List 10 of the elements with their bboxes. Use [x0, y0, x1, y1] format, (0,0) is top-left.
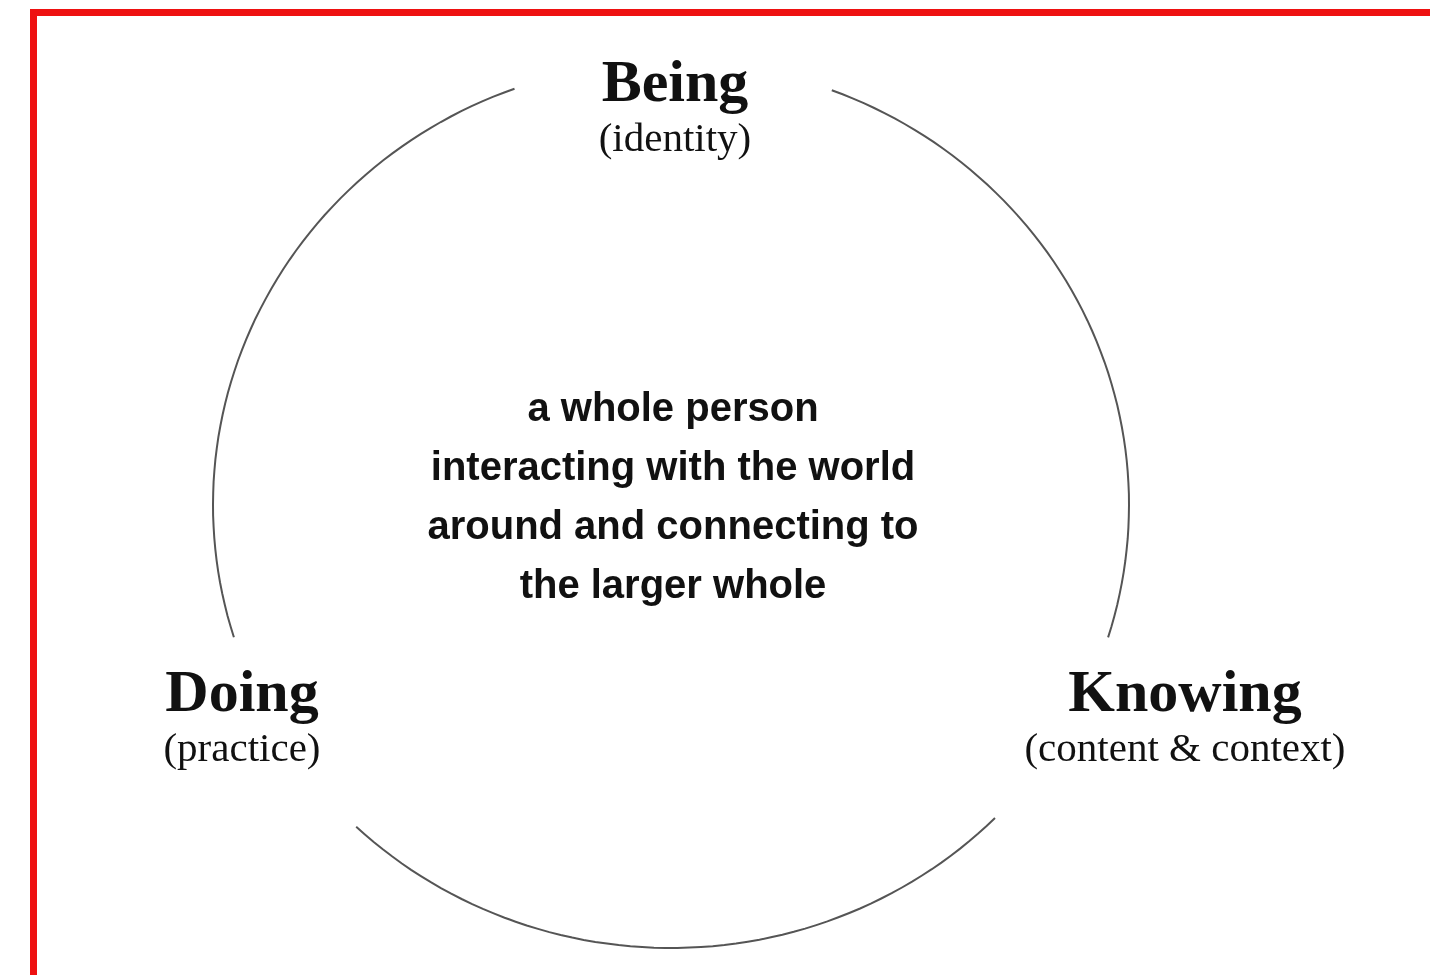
circle-arc — [830, 89, 1130, 639]
node-subtitle: (content & context) — [1024, 724, 1346, 772]
circle-arc — [355, 817, 996, 949]
center-text: a whole person interacting with the world around and connecting to the larger whole — [426, 384, 920, 608]
node-title: Being — [601, 50, 749, 113]
node-title: Knowing — [1068, 660, 1302, 723]
node-subtitle: (identity) — [598, 114, 752, 162]
circle-arc — [212, 87, 516, 639]
node-subtitle: (practice) — [163, 724, 321, 772]
node-title: Doing — [165, 660, 319, 723]
